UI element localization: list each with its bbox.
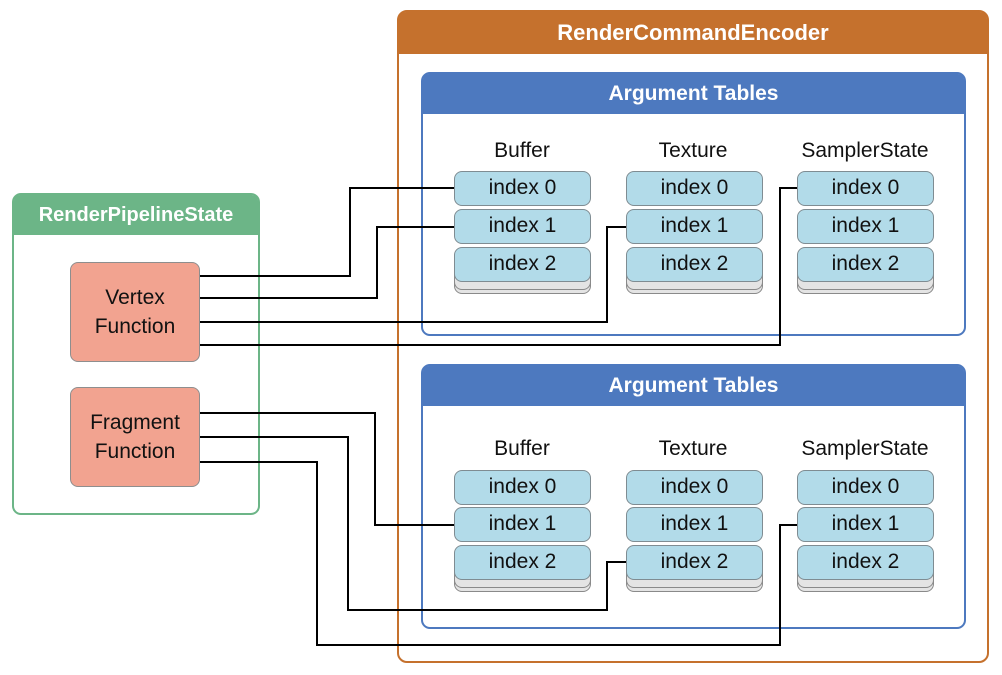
samplerstate-slot-index-0: index 0 [797,470,934,505]
texture-slot-index-2: index 2 [626,545,763,580]
column-label-texture: Texture [658,139,728,162]
wire-fragment-texture-index-2 [200,436,626,611]
fragment-function-label-line1: Fragment [90,411,180,434]
fragment-function-label-line2: Function [94,440,176,463]
samplerstate-slot-index-1: index 1 [797,209,934,244]
column-label-buffer: Buffer [494,139,550,162]
wire-vertex-buffer-index-0 [200,187,454,277]
wire-fragment-buffer-index-1 [200,412,454,526]
fragment-function-box: Fragment Function [70,387,200,487]
buffer-slot-index-0: index 0 [454,171,591,206]
wire-vertex-samplerstate-index-0 [200,187,797,346]
vertex-function-label-line1: Vertex [105,286,165,309]
buffer-slot-index-1: index 1 [454,507,591,542]
vertex-function-label-line2: Function [94,315,176,338]
texture-slot-index-0: index 0 [626,470,763,505]
samplerstate-slot-index-1: index 1 [797,507,934,542]
render-pipeline-state-title: RenderPipelineState [14,195,258,235]
texture-slot-index-1: index 1 [626,209,763,244]
wire-vertex-buffer-index-1 [200,226,454,299]
column-label-samplerstate: SamplerState [801,139,929,162]
render-command-encoder-title: RenderCommandEncoder [399,12,987,54]
wire-vertex-texture-index-1 [200,226,626,323]
argument-table-title: Argument Tables [423,366,964,406]
texture-slot-index-1: index 1 [626,507,763,542]
wire-fragment-samplerstate-index-1 [200,461,797,646]
column-label-buffer: Buffer [494,437,550,460]
column-label-samplerstate: SamplerState [801,437,929,460]
argument-table-title: Argument Tables [423,74,964,114]
vertex-function-box: Vertex Function [70,262,200,362]
texture-slot-index-0: index 0 [626,171,763,206]
samplerstate-slot-index-0: index 0 [797,171,934,206]
column-label-texture: Texture [658,437,728,460]
buffer-slot-index-1: index 1 [454,209,591,244]
samplerstate-slot-index-2: index 2 [797,545,934,580]
buffer-slot-index-0: index 0 [454,470,591,505]
texture-slot-index-2: index 2 [626,247,763,282]
samplerstate-slot-index-2: index 2 [797,247,934,282]
buffer-slot-index-2: index 2 [454,545,591,580]
buffer-slot-index-2: index 2 [454,247,591,282]
